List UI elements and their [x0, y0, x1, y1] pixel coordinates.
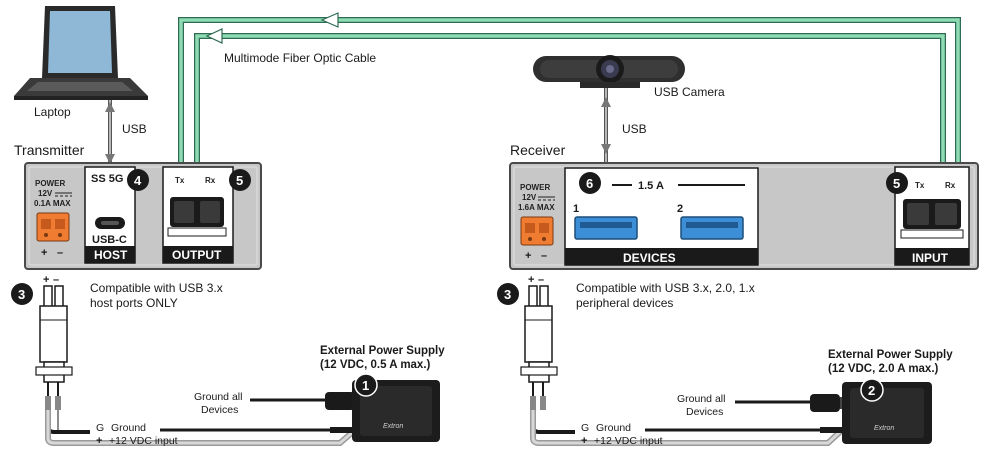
fiber-optic-cable: [178, 12, 961, 168]
callout-2-label: 2: [868, 383, 875, 398]
camera-label: USB Camera: [654, 85, 725, 99]
rx-power-volts: 12V: [522, 193, 537, 202]
right-g-label: G: [581, 422, 589, 434]
callout-3-right-label: 3: [504, 287, 511, 302]
left-wires: [45, 410, 357, 446]
input-label: INPUT: [912, 251, 949, 265]
host-label: HOST: [94, 248, 128, 262]
callout-5-tx-label: 5: [236, 173, 243, 188]
devices-current: 1.5 A: [638, 180, 664, 192]
tx-power-amps: 0.1A MAX: [34, 199, 71, 208]
left-ground-plug: [250, 392, 365, 410]
tx-power-connector[interactable]: [36, 212, 70, 242]
right-terminal-block: [520, 285, 558, 410]
output-tx-label: Tx: [175, 176, 185, 185]
host-port-block: [84, 166, 136, 264]
tx-power-volts: 12V: [38, 189, 53, 198]
psu-left-brand: Extron: [383, 423, 403, 430]
input-tx-label: Tx: [915, 181, 925, 190]
rx-power-label: POWER: [520, 183, 550, 192]
host-port-top-label: SS 5G: [91, 173, 123, 185]
callout-6-label: 6: [586, 176, 593, 191]
left-plus-label: +: [96, 435, 102, 447]
left-ground-all-2: Devices: [201, 404, 238, 416]
callout-3-right: 3: [497, 283, 519, 305]
callout-3-left: 3: [11, 283, 33, 305]
left-input-label: +12 VDC input: [109, 435, 178, 447]
callout-4: 4: [127, 169, 149, 191]
right-wires: [530, 410, 845, 446]
right-ground-label: Ground: [596, 422, 631, 434]
left-ground-label: Ground: [111, 422, 146, 434]
psu-right-brand: Extron: [874, 425, 894, 432]
tx-power-label: POWER: [35, 179, 65, 188]
left-term-minus: –: [53, 274, 59, 286]
callout-5-tx: 5: [229, 169, 251, 191]
rx-power-amps: 1.6A MAX: [518, 203, 555, 212]
receiver-title: Receiver: [510, 142, 566, 158]
right-plus-label: +: [581, 435, 587, 447]
port-2-label: 2: [677, 203, 683, 215]
psu-left-title: External Power Supply: [320, 345, 445, 357]
fiber-label: Multimode Fiber Optic Cable: [224, 51, 376, 65]
laptop-icon: [14, 6, 148, 100]
left-term-plus: +: [43, 274, 49, 286]
rx-minus: –: [541, 250, 547, 262]
tx-minus: –: [57, 247, 63, 259]
input-lc-connector[interactable]: [900, 199, 964, 239]
output-label: OUTPUT: [172, 248, 222, 262]
output-rx-label: Rx: [205, 176, 216, 185]
input-rx-label: Rx: [945, 181, 956, 190]
right-input-label: +12 VDC input: [594, 435, 663, 447]
rx-note-line2: peripheral devices: [576, 296, 673, 310]
callout-5-rx-label: 5: [893, 176, 900, 191]
devices-label: DEVICES: [623, 251, 676, 265]
callout-1-label: 1: [362, 378, 369, 393]
left-terminal-block: [35, 285, 73, 410]
fiber-arrow-top: [320, 12, 339, 28]
usb-camera-icon: [533, 55, 685, 88]
tx-note-line2: host ports ONLY: [90, 296, 178, 310]
output-lc-connector[interactable]: [167, 197, 227, 237]
rx-plus: +: [525, 250, 531, 262]
usb-a-port-1[interactable]: [574, 216, 638, 240]
tx-note-line1: Compatible with USB 3.x: [90, 281, 223, 295]
psu-left-icon: Extron: [330, 380, 440, 442]
fiber-arrow-bottom: [205, 28, 223, 44]
tx-plus: +: [41, 247, 47, 259]
psu-right-title: External Power Supply: [828, 349, 953, 361]
left-ground-all-1: Ground all: [194, 391, 242, 403]
callout-6: 6: [579, 172, 601, 194]
rx-power-connector[interactable]: [520, 216, 554, 246]
camera-usb-label: USB: [622, 122, 647, 136]
usb-a-port-2[interactable]: [680, 216, 744, 240]
psu-right-spec: (12 VDC, 2.0 A max.): [828, 363, 939, 375]
right-term-plus: +: [528, 274, 534, 286]
transmitter-title: Transmitter: [14, 142, 85, 158]
callout-4-label: 4: [134, 173, 142, 188]
callout-5-rx: 5: [886, 172, 908, 194]
laptop-label: Laptop: [34, 105, 71, 119]
right-ground-plug: [735, 394, 850, 412]
psu-left-spec: (12 VDC, 0.5 A max.): [320, 359, 431, 371]
callout-1: 1: [354, 373, 378, 397]
usb-c-port[interactable]: [95, 217, 125, 229]
callout-2: 2: [860, 378, 884, 402]
port-1-label: 1: [573, 203, 579, 215]
usb-c-label: USB-C: [92, 234, 127, 246]
right-ground-all-2: Devices: [686, 406, 723, 418]
right-ground-all-1: Ground all: [677, 393, 725, 405]
right-term-minus: –: [538, 274, 544, 286]
rx-note-line1: Compatible with USB 3.x, 2.0, 1.x: [576, 281, 755, 295]
callout-3-left-label: 3: [18, 287, 25, 302]
laptop-usb-label: USB: [122, 122, 147, 136]
left-g-label: G: [96, 422, 104, 434]
